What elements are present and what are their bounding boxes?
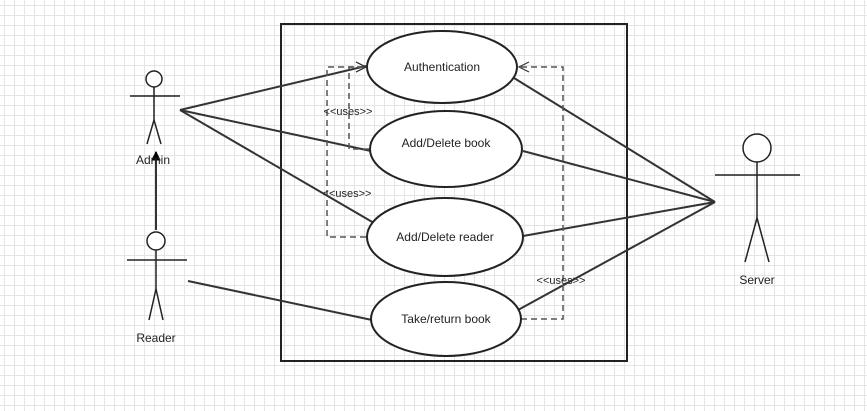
- association-admin-authentication[interactable]: [179, 65, 367, 111]
- actor-admin[interactable]: [130, 70, 180, 145]
- uses-relations: [326, 67, 564, 320]
- association-server-add-delete-book[interactable]: [522, 150, 716, 203]
- associations: [179, 65, 716, 321]
- uses-label-3: <<uses>>: [537, 275, 586, 287]
- uses-label-2: <<uses>>: [323, 188, 372, 200]
- actor-admin-label: Admin: [136, 153, 170, 167]
- system-boundary[interactable]: [280, 23, 628, 362]
- use-case-take-return-book-label: Take/return book: [401, 312, 491, 326]
- association-server-take-return-book[interactable]: [517, 201, 716, 311]
- association-reader-take-return-book[interactable]: [187, 280, 373, 321]
- use-case-add-delete-reader-label: Add/Delete reader: [396, 230, 493, 244]
- use-case-authentication-label: Authentication: [404, 60, 480, 74]
- association-server-authentication[interactable]: [513, 77, 716, 203]
- actor-reader-head: [146, 231, 166, 251]
- uses-connector-take-return[interactable]: [519, 67, 564, 320]
- uses-label-1: <<uses>>: [324, 106, 373, 118]
- use-case-add-delete-reader[interactable]: Add/Delete reader: [366, 197, 524, 277]
- use-case-take-return-book[interactable]: Take/return book: [370, 281, 522, 357]
- use-case-add-delete-book-label: Add/Delete book: [402, 136, 492, 150]
- association-admin-add-delete-reader[interactable]: [179, 109, 375, 224]
- use-case-authentication[interactable]: Authentication: [366, 30, 518, 104]
- actor-server-label: Server: [739, 273, 774, 287]
- actor-server-head: [742, 133, 772, 163]
- association-server-add-delete-reader[interactable]: [522, 201, 716, 237]
- actor-reader[interactable]: [127, 231, 187, 321]
- use-case-add-delete-book[interactable]: Add/Delete book: [369, 110, 523, 188]
- association-admin-add-delete-book[interactable]: [179, 109, 372, 152]
- actor-server[interactable]: [715, 133, 800, 263]
- uses-connector-reader[interactable]: [326, 67, 366, 238]
- actor-reader-label: Reader: [136, 331, 175, 345]
- actor-admin-head: [145, 70, 163, 88]
